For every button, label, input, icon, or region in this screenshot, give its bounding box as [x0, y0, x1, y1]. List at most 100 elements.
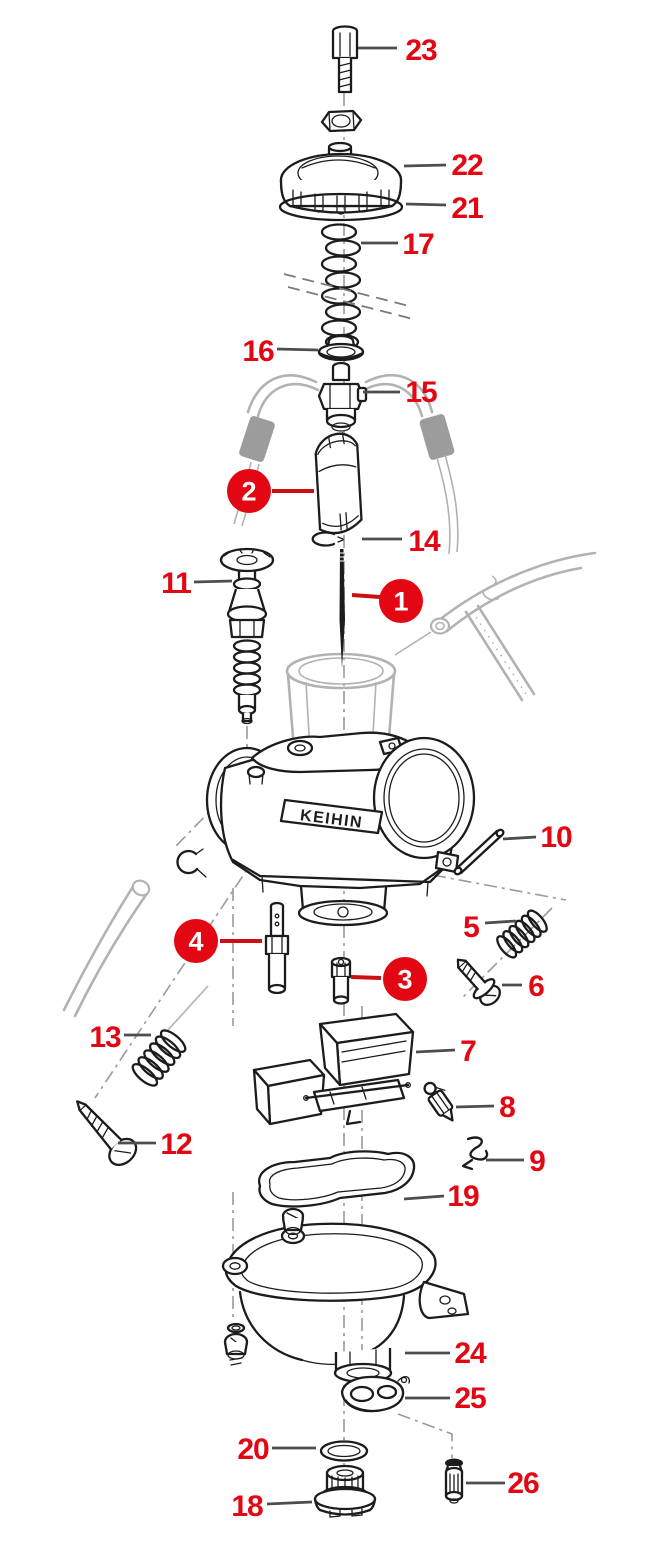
callout-18: 18: [231, 1490, 313, 1523]
callout-18-leader: [266, 1500, 313, 1506]
callout-1-number: 1: [393, 587, 408, 617]
vent-hose-left: [62, 879, 151, 1018]
part-6-air-screw: [456, 958, 501, 1006]
callout-6: 6: [502, 970, 545, 1003]
cable-break-lines: [283, 273, 414, 320]
part-26-drain-screw: [444, 1458, 464, 1504]
callout-10: 10: [502, 821, 573, 854]
part-15-needle-holder: [317, 361, 368, 432]
callout-1-leader: [351, 593, 381, 599]
callout-7-number: 7: [460, 1035, 476, 1068]
callout-24: 24: [405, 1337, 488, 1370]
part-3-main-jet: [330, 956, 352, 1005]
callout-6-number: 6: [528, 970, 544, 1003]
callout-16-leader: [276, 347, 319, 352]
callout-9-number: 9: [529, 1145, 545, 1178]
callout-1: 1: [351, 579, 423, 623]
callout-25: 25: [405, 1382, 487, 1415]
throttle-cable-right: [362, 374, 459, 555]
part-4-needle-jet: [264, 901, 290, 995]
part-10-float-pin: [453, 828, 505, 876]
part-19-bowl-gasket: [257, 1150, 416, 1208]
callout-9: 9: [486, 1145, 546, 1178]
part-24-float-bowl: [221, 1222, 470, 1384]
bowl-screw-top: [281, 1207, 305, 1236]
cap-screw-nut: [320, 109, 363, 133]
callout-11-leader: [193, 579, 233, 584]
vent-hose-right-lower: [464, 604, 536, 702]
callout-20: 20: [237, 1433, 316, 1466]
part-21-cap-oring: [278, 192, 404, 222]
callout-5: 5: [463, 911, 517, 944]
callout-21: 21: [405, 192, 484, 225]
callout-19: 19: [403, 1180, 480, 1213]
callout-8-number: 8: [499, 1091, 515, 1124]
callout-3-number: 3: [397, 965, 412, 995]
carburetor-body: KEIHIN: [176, 731, 476, 927]
callout-8-leader: [455, 1104, 495, 1109]
callout-22-leader: [403, 163, 447, 168]
part-14-needle-clip: [311, 531, 344, 547]
callout-23-number: 23: [405, 34, 437, 67]
part-11-choke-assembly: [219, 547, 275, 725]
callout-26-number: 26: [507, 1467, 539, 1500]
part-25-drain-gasket: [340, 1375, 410, 1413]
part-22-top-cap: [279, 141, 403, 215]
callout-2-circle: [227, 469, 271, 513]
callout-25-number: 25: [454, 1382, 486, 1415]
callout-17: 17: [361, 228, 435, 261]
part-1-jet-needle: [339, 549, 345, 668]
callout-4-number: 4: [188, 927, 203, 957]
callout-4: 4: [174, 919, 262, 963]
part-7-float-assembly: [252, 1012, 415, 1126]
callout-24-number: 24: [454, 1337, 487, 1370]
callout-11: 11: [161, 567, 233, 600]
part-5-air-screw-spring: [496, 909, 548, 959]
callout-8: 8: [455, 1091, 516, 1124]
bowl-screw-left: [223, 1322, 249, 1366]
vent-hose-right: [394, 551, 597, 656]
callout-7-leader: [415, 1048, 456, 1054]
callout-17-number: 17: [402, 228, 434, 261]
part-18-drain-plug: [313, 1464, 377, 1518]
callout-10-number: 10: [540, 821, 572, 854]
part-23-cap-screw: [331, 25, 359, 94]
callout-23: 23: [358, 34, 438, 67]
callout-20-number: 20: [237, 1433, 269, 1466]
callout-15: 15: [363, 376, 438, 409]
callout-21-number: 21: [451, 192, 483, 225]
callout-12: 12: [118, 1128, 193, 1161]
callout-13-number: 13: [89, 1021, 121, 1054]
callout-18-number: 18: [231, 1490, 263, 1523]
callout-19-leader: [403, 1194, 445, 1201]
callout-11-number: 11: [161, 567, 191, 600]
callout-16: 16: [242, 335, 319, 368]
part-17-slide-spring: [320, 223, 362, 351]
callout-5-leader: [484, 919, 517, 925]
callout-26: 26: [466, 1467, 540, 1500]
callout-3: 3: [350, 957, 427, 1001]
part-2-throttle-slide: [314, 432, 363, 535]
callout-1-circle: [379, 579, 423, 623]
callout-7: 7: [415, 1035, 477, 1068]
part-20-drain-oring: [319, 1440, 369, 1462]
callout-2-number: 2: [241, 477, 256, 507]
callout-13: 13: [89, 1021, 151, 1054]
callout-3-leader: [350, 975, 382, 980]
callout-22-number: 22: [451, 149, 483, 182]
part-12-idle-screw: [76, 1100, 138, 1166]
callout-2: 2: [227, 469, 314, 513]
callout-14-number: 14: [408, 525, 441, 558]
part-16-spring-seat: [317, 334, 365, 362]
callout-5-number: 5: [463, 911, 479, 944]
part-13-idle-screw-spring: [131, 1029, 187, 1087]
callout-3-circle: [383, 957, 427, 1001]
callout-16-number: 16: [242, 335, 274, 368]
callout-22: 22: [403, 149, 484, 182]
callout-21-leader: [405, 202, 447, 207]
callout-4-circle: [174, 919, 218, 963]
part-9-wire-clip: [461, 1136, 489, 1171]
